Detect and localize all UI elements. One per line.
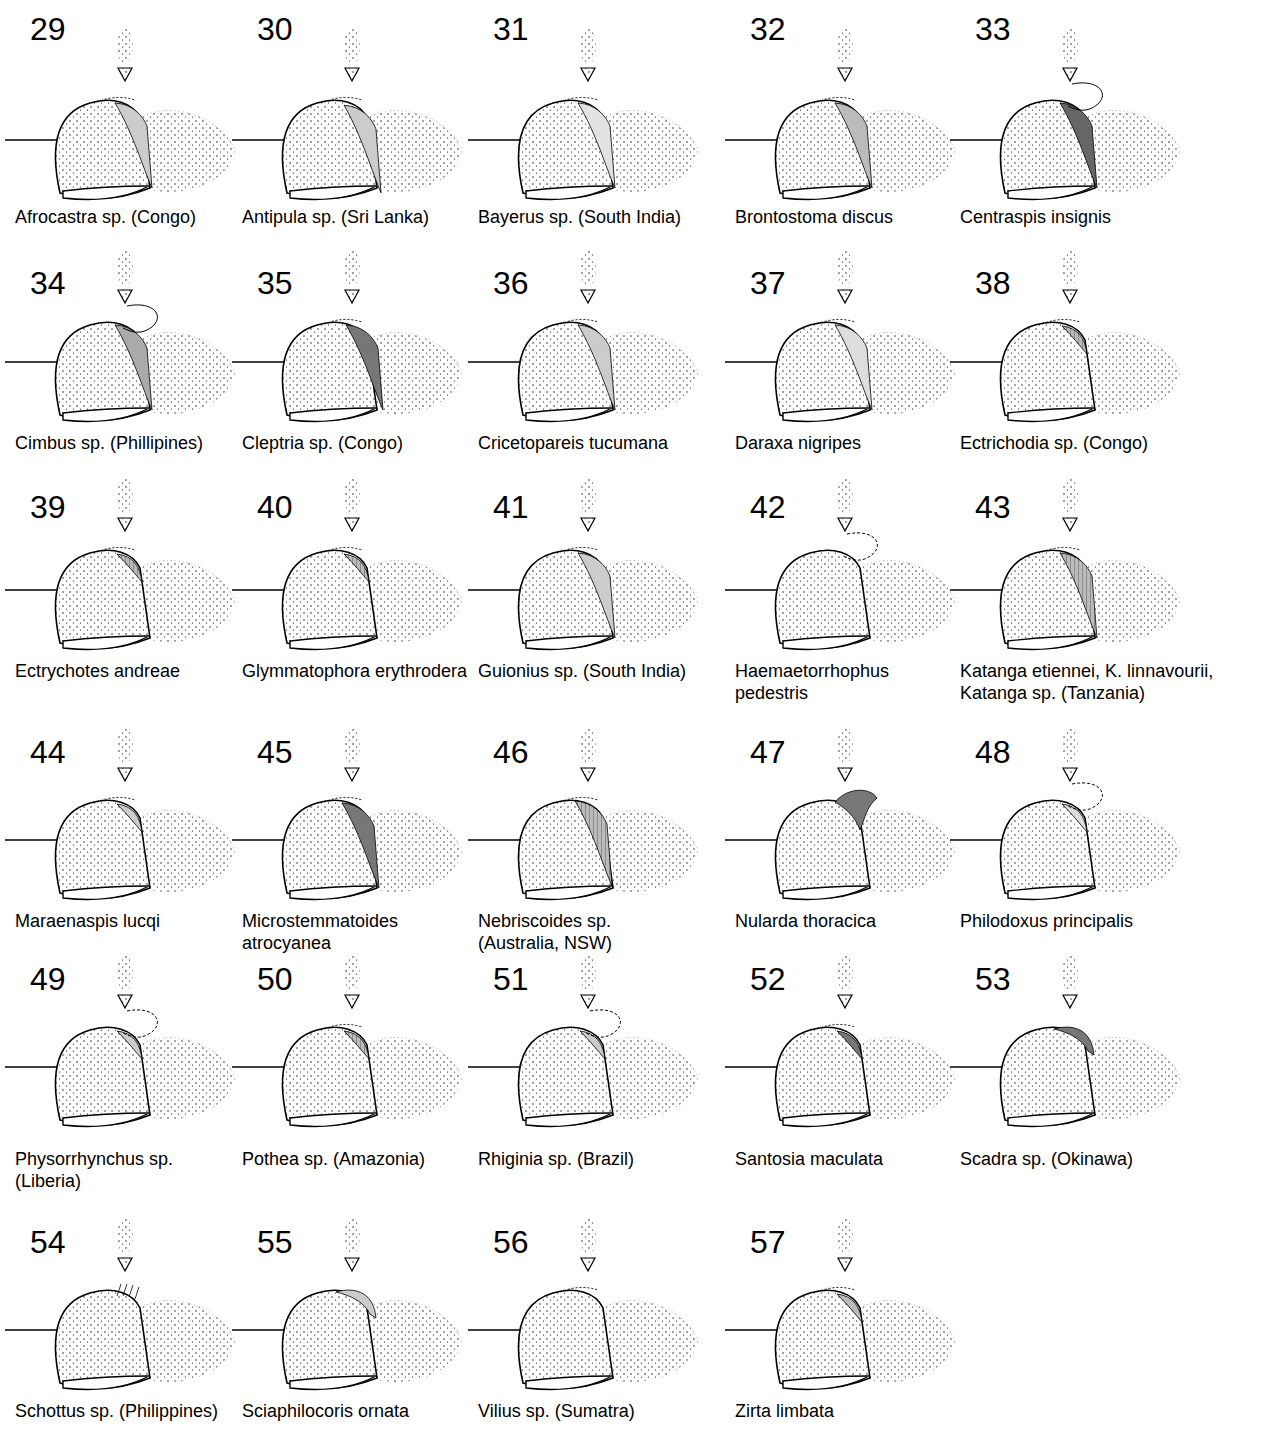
taxon-caption: Brontostoma discus	[735, 206, 985, 228]
taxon-caption: Guionius sp. (South India)	[478, 660, 728, 682]
taxon-caption: Ectrichodia sp. (Congo)	[960, 432, 1210, 454]
figure-number: 55	[257, 1225, 293, 1259]
figure-number: 41	[493, 490, 529, 524]
taxon-caption: Cleptria sp. (Congo)	[242, 432, 492, 454]
taxon-caption: Pothea sp. (Amazonia)	[242, 1148, 492, 1170]
figure-number: 35	[257, 266, 293, 300]
figure-number: 51	[493, 962, 529, 996]
taxon-caption: Physorrhynchus sp. (Liberia)	[15, 1148, 225, 1192]
taxon-caption: Centraspis insignis	[960, 206, 1210, 228]
figure-number: 54	[30, 1225, 66, 1259]
taxon-caption: Vilius sp. (Sumatra)	[478, 1400, 728, 1422]
taxon-caption: Ectrychotes andreae	[15, 660, 265, 682]
figure-number: 46	[493, 735, 529, 769]
figure-number: 45	[257, 735, 293, 769]
figure-number: 49	[30, 962, 66, 996]
taxon-caption: Bayerus sp. (South India)	[478, 206, 728, 228]
taxon-caption: Philodoxus principalis	[960, 910, 1210, 932]
taxon-caption: Rhiginia sp. (Brazil)	[478, 1148, 728, 1170]
figure-number: 37	[750, 266, 786, 300]
taxon-caption: Schottus sp. (Philippines)	[15, 1400, 265, 1422]
taxon-caption: Haemaetorrhophus pedestris	[735, 660, 885, 704]
taxon-caption: Glymmatophora erythrodera	[242, 660, 492, 682]
taxon-caption: Daraxa nigripes	[735, 432, 985, 454]
figure-number: 47	[750, 735, 786, 769]
taxon-caption: Maraenaspis lucqi	[15, 910, 265, 932]
taxon-caption: Afrocastra sp. (Congo)	[15, 206, 265, 228]
figure-number: 50	[257, 962, 293, 996]
taxon-caption: Antipula sp. (Sri Lanka)	[242, 206, 492, 228]
taxon-caption: Santosia maculata	[735, 1148, 985, 1170]
figure-number: 52	[750, 962, 786, 996]
taxon-caption: Scadra sp. (Okinawa)	[960, 1148, 1210, 1170]
taxon-caption: Nebriscoides sp. (Australia, NSW)	[478, 910, 688, 954]
taxon-caption: Nularda thoracica	[735, 910, 985, 932]
figure-number: 32	[750, 12, 786, 46]
figure-number: 48	[975, 735, 1011, 769]
figure-number: 30	[257, 12, 293, 46]
taxon-caption: Cimbus sp. (Phillipines)	[15, 432, 265, 454]
taxon-caption: Katanga etiennei, K. linnavourii, Katang…	[960, 660, 1260, 704]
figure-number: 56	[493, 1225, 529, 1259]
figure-number: 40	[257, 490, 293, 524]
figure-number: 34	[30, 266, 66, 300]
taxon-caption: Zirta limbata	[735, 1400, 985, 1422]
figure-number: 39	[30, 490, 66, 524]
figure-number: 33	[975, 12, 1011, 46]
taxon-caption: Cricetopareis tucumana	[478, 432, 728, 454]
figure-number: 29	[30, 12, 66, 46]
figure-number: 57	[750, 1225, 786, 1259]
figure-number: 44	[30, 735, 66, 769]
taxon-caption: Sciaphilocoris ornata	[242, 1400, 492, 1422]
taxon-caption: Microstemmatoides atrocyanea	[242, 910, 472, 954]
figure-number: 43	[975, 490, 1011, 524]
figure-number: 36	[493, 266, 529, 300]
figure-number: 53	[975, 962, 1011, 996]
figure-number: 42	[750, 490, 786, 524]
figure-number: 31	[493, 12, 529, 46]
figure-number: 38	[975, 266, 1011, 300]
